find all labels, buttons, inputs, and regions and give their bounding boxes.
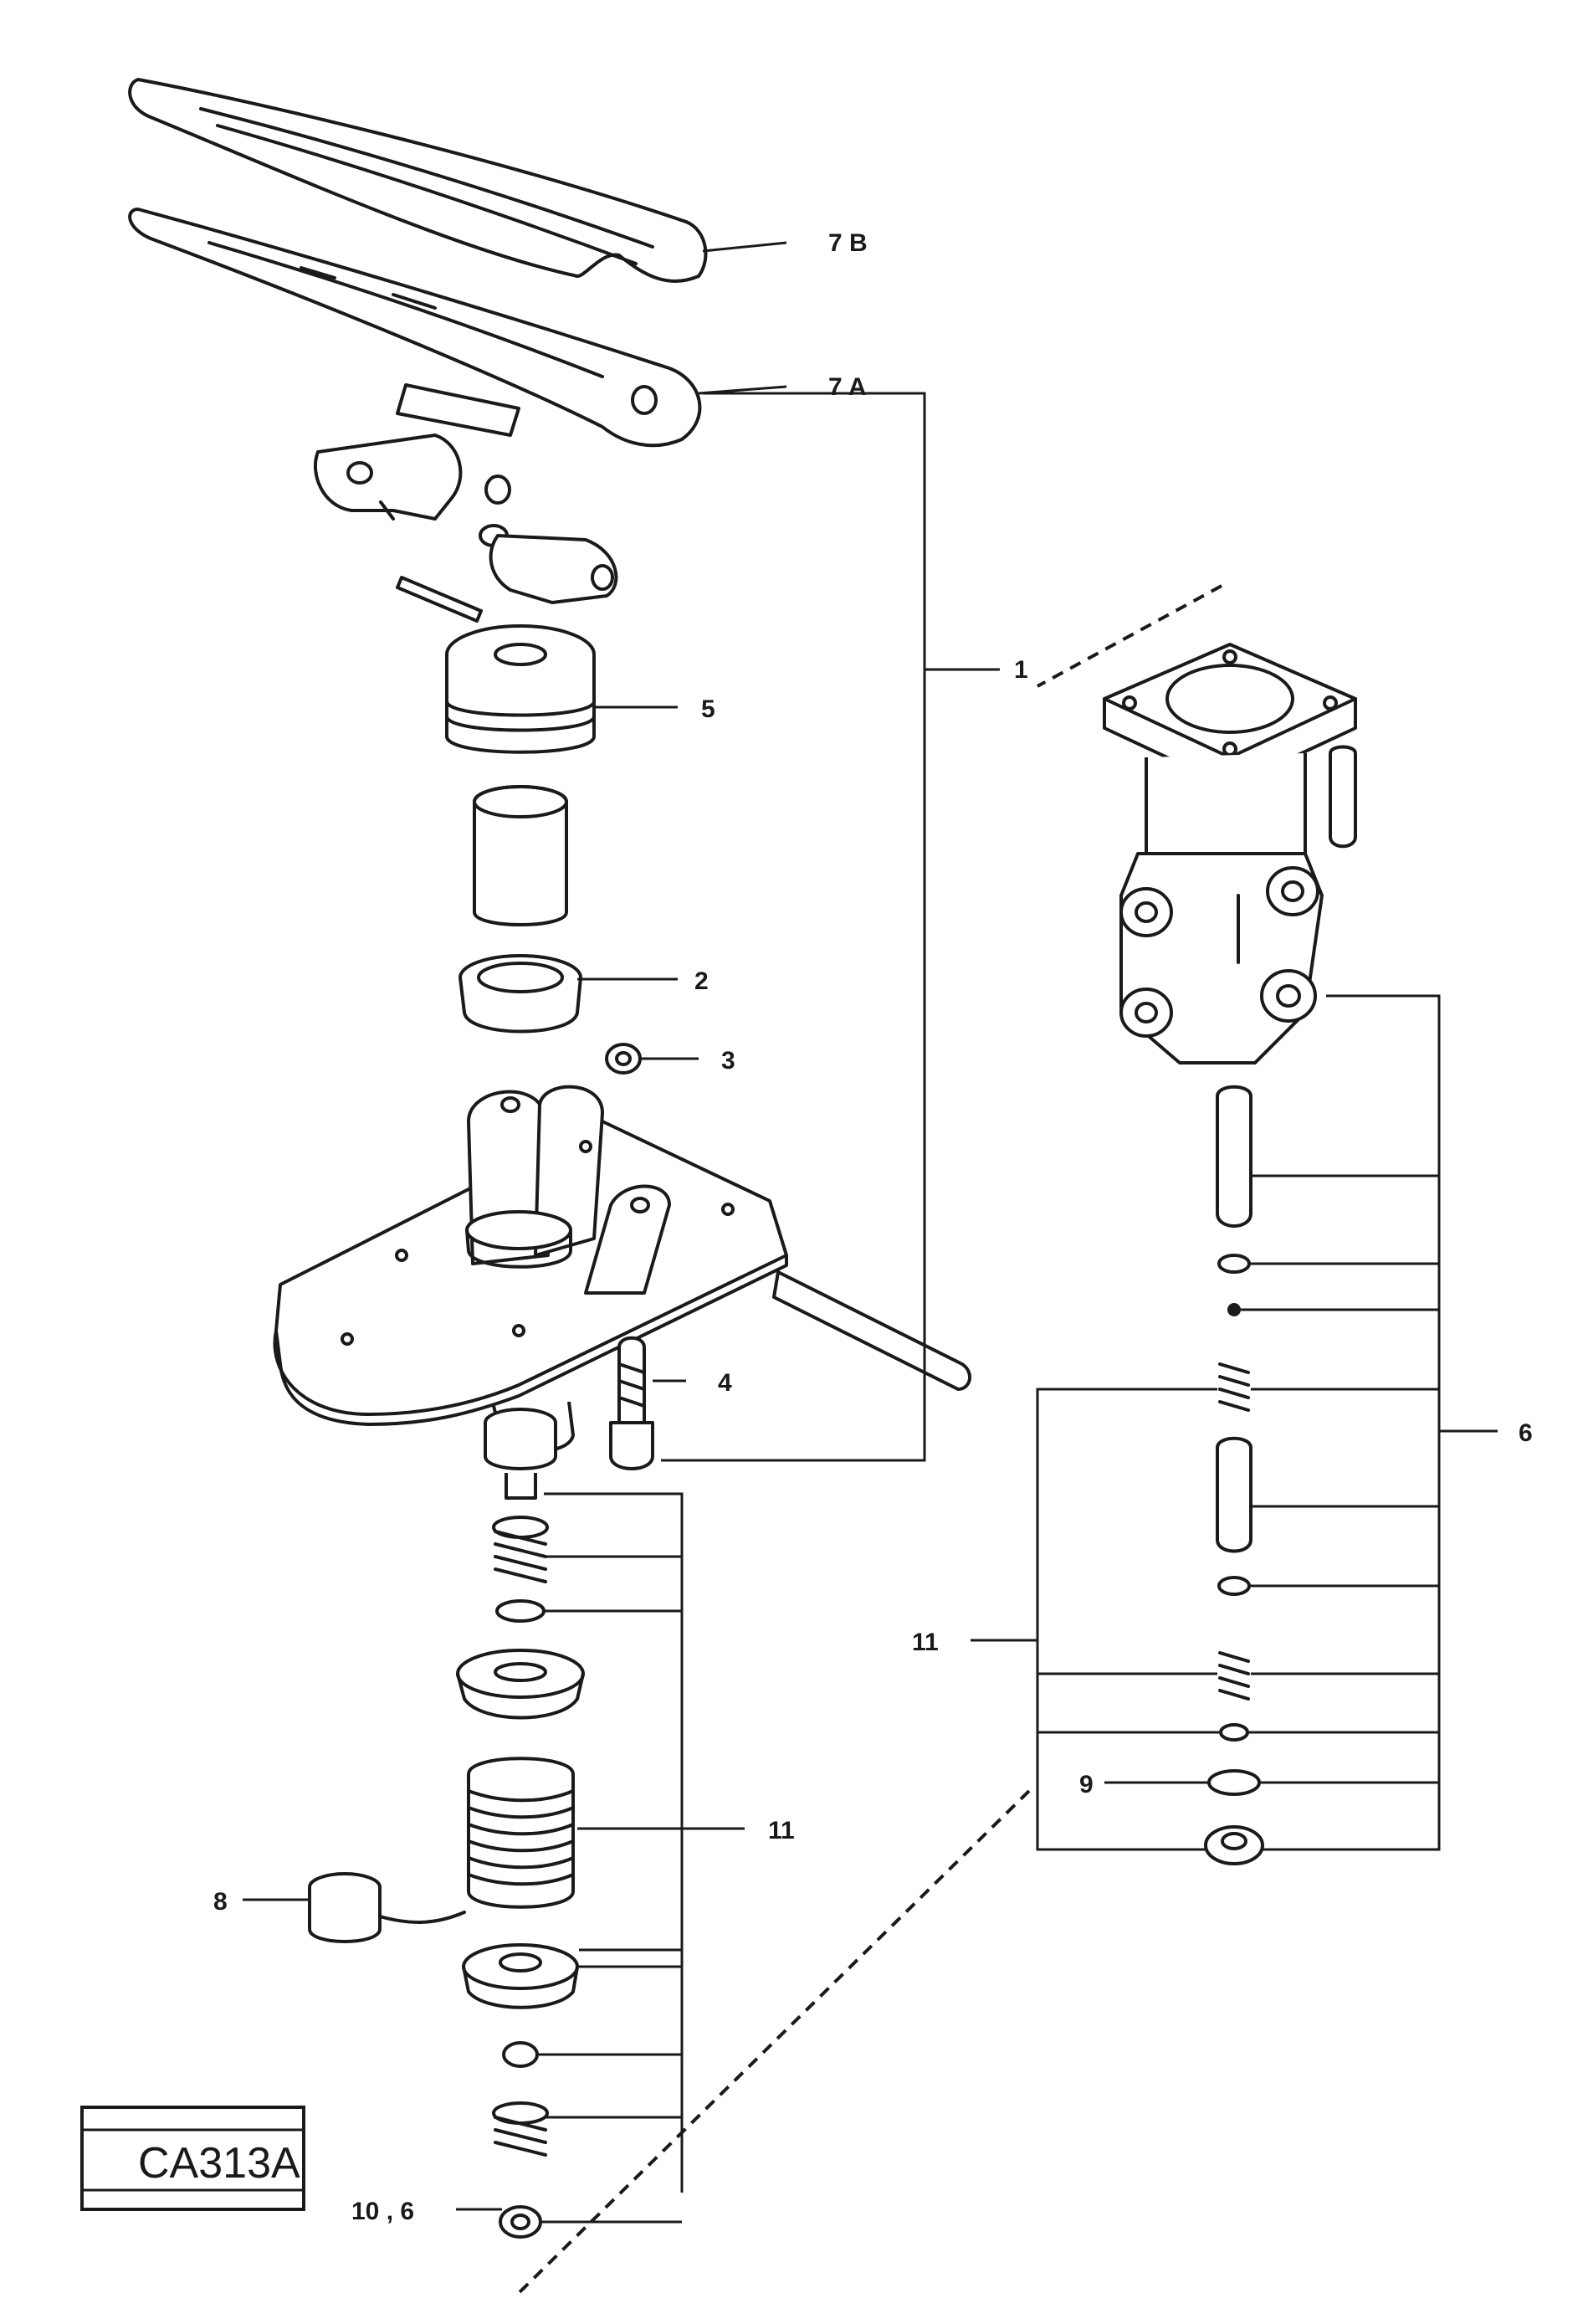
callout-8: 8 <box>213 1888 228 1916</box>
valve-body <box>1103 643 1357 1065</box>
piston-5 <box>445 624 596 754</box>
callout-11-left: 11 <box>768 1817 795 1844</box>
reference-stamp: CA313A <box>80 2106 305 2211</box>
callout-7b: 7 B <box>828 229 868 257</box>
sleeve <box>473 785 568 926</box>
seal-2 <box>458 954 582 1034</box>
stamp-code: CA313A <box>138 2139 300 2188</box>
callout-11-right: 11 <box>912 1629 939 1656</box>
base-plate <box>273 1085 788 1454</box>
pedal-pad <box>396 383 520 437</box>
long-pin <box>772 1270 971 1391</box>
pedal-7b <box>128 78 708 283</box>
callout-5: 5 <box>701 695 715 723</box>
valve-internals <box>1204 1085 1264 1865</box>
sensor-8 <box>308 1872 466 1943</box>
leader-lines <box>243 241 1498 2224</box>
clevis-assembly <box>313 434 618 623</box>
dashed-line-lower <box>517 1789 1031 2295</box>
callout-1: 1 <box>1014 656 1028 684</box>
callout-4: 4 <box>718 1369 732 1397</box>
lower-left-stack <box>456 1516 585 2239</box>
dashed-line-upper <box>1037 584 1222 688</box>
callout-2: 2 <box>694 967 709 995</box>
bolt-4 <box>609 1336 654 1470</box>
callout-9: 9 <box>1079 1771 1094 1798</box>
callout-3: 3 <box>721 1047 735 1075</box>
callout-6: 6 <box>1519 1419 1533 1447</box>
callout-7a: 7 A <box>828 373 867 401</box>
nut-3 <box>605 1043 642 1075</box>
plunger-cap <box>484 1408 557 1500</box>
callout-10-6: 10 , 6 <box>351 2198 414 2225</box>
pedal-7a <box>128 208 702 448</box>
